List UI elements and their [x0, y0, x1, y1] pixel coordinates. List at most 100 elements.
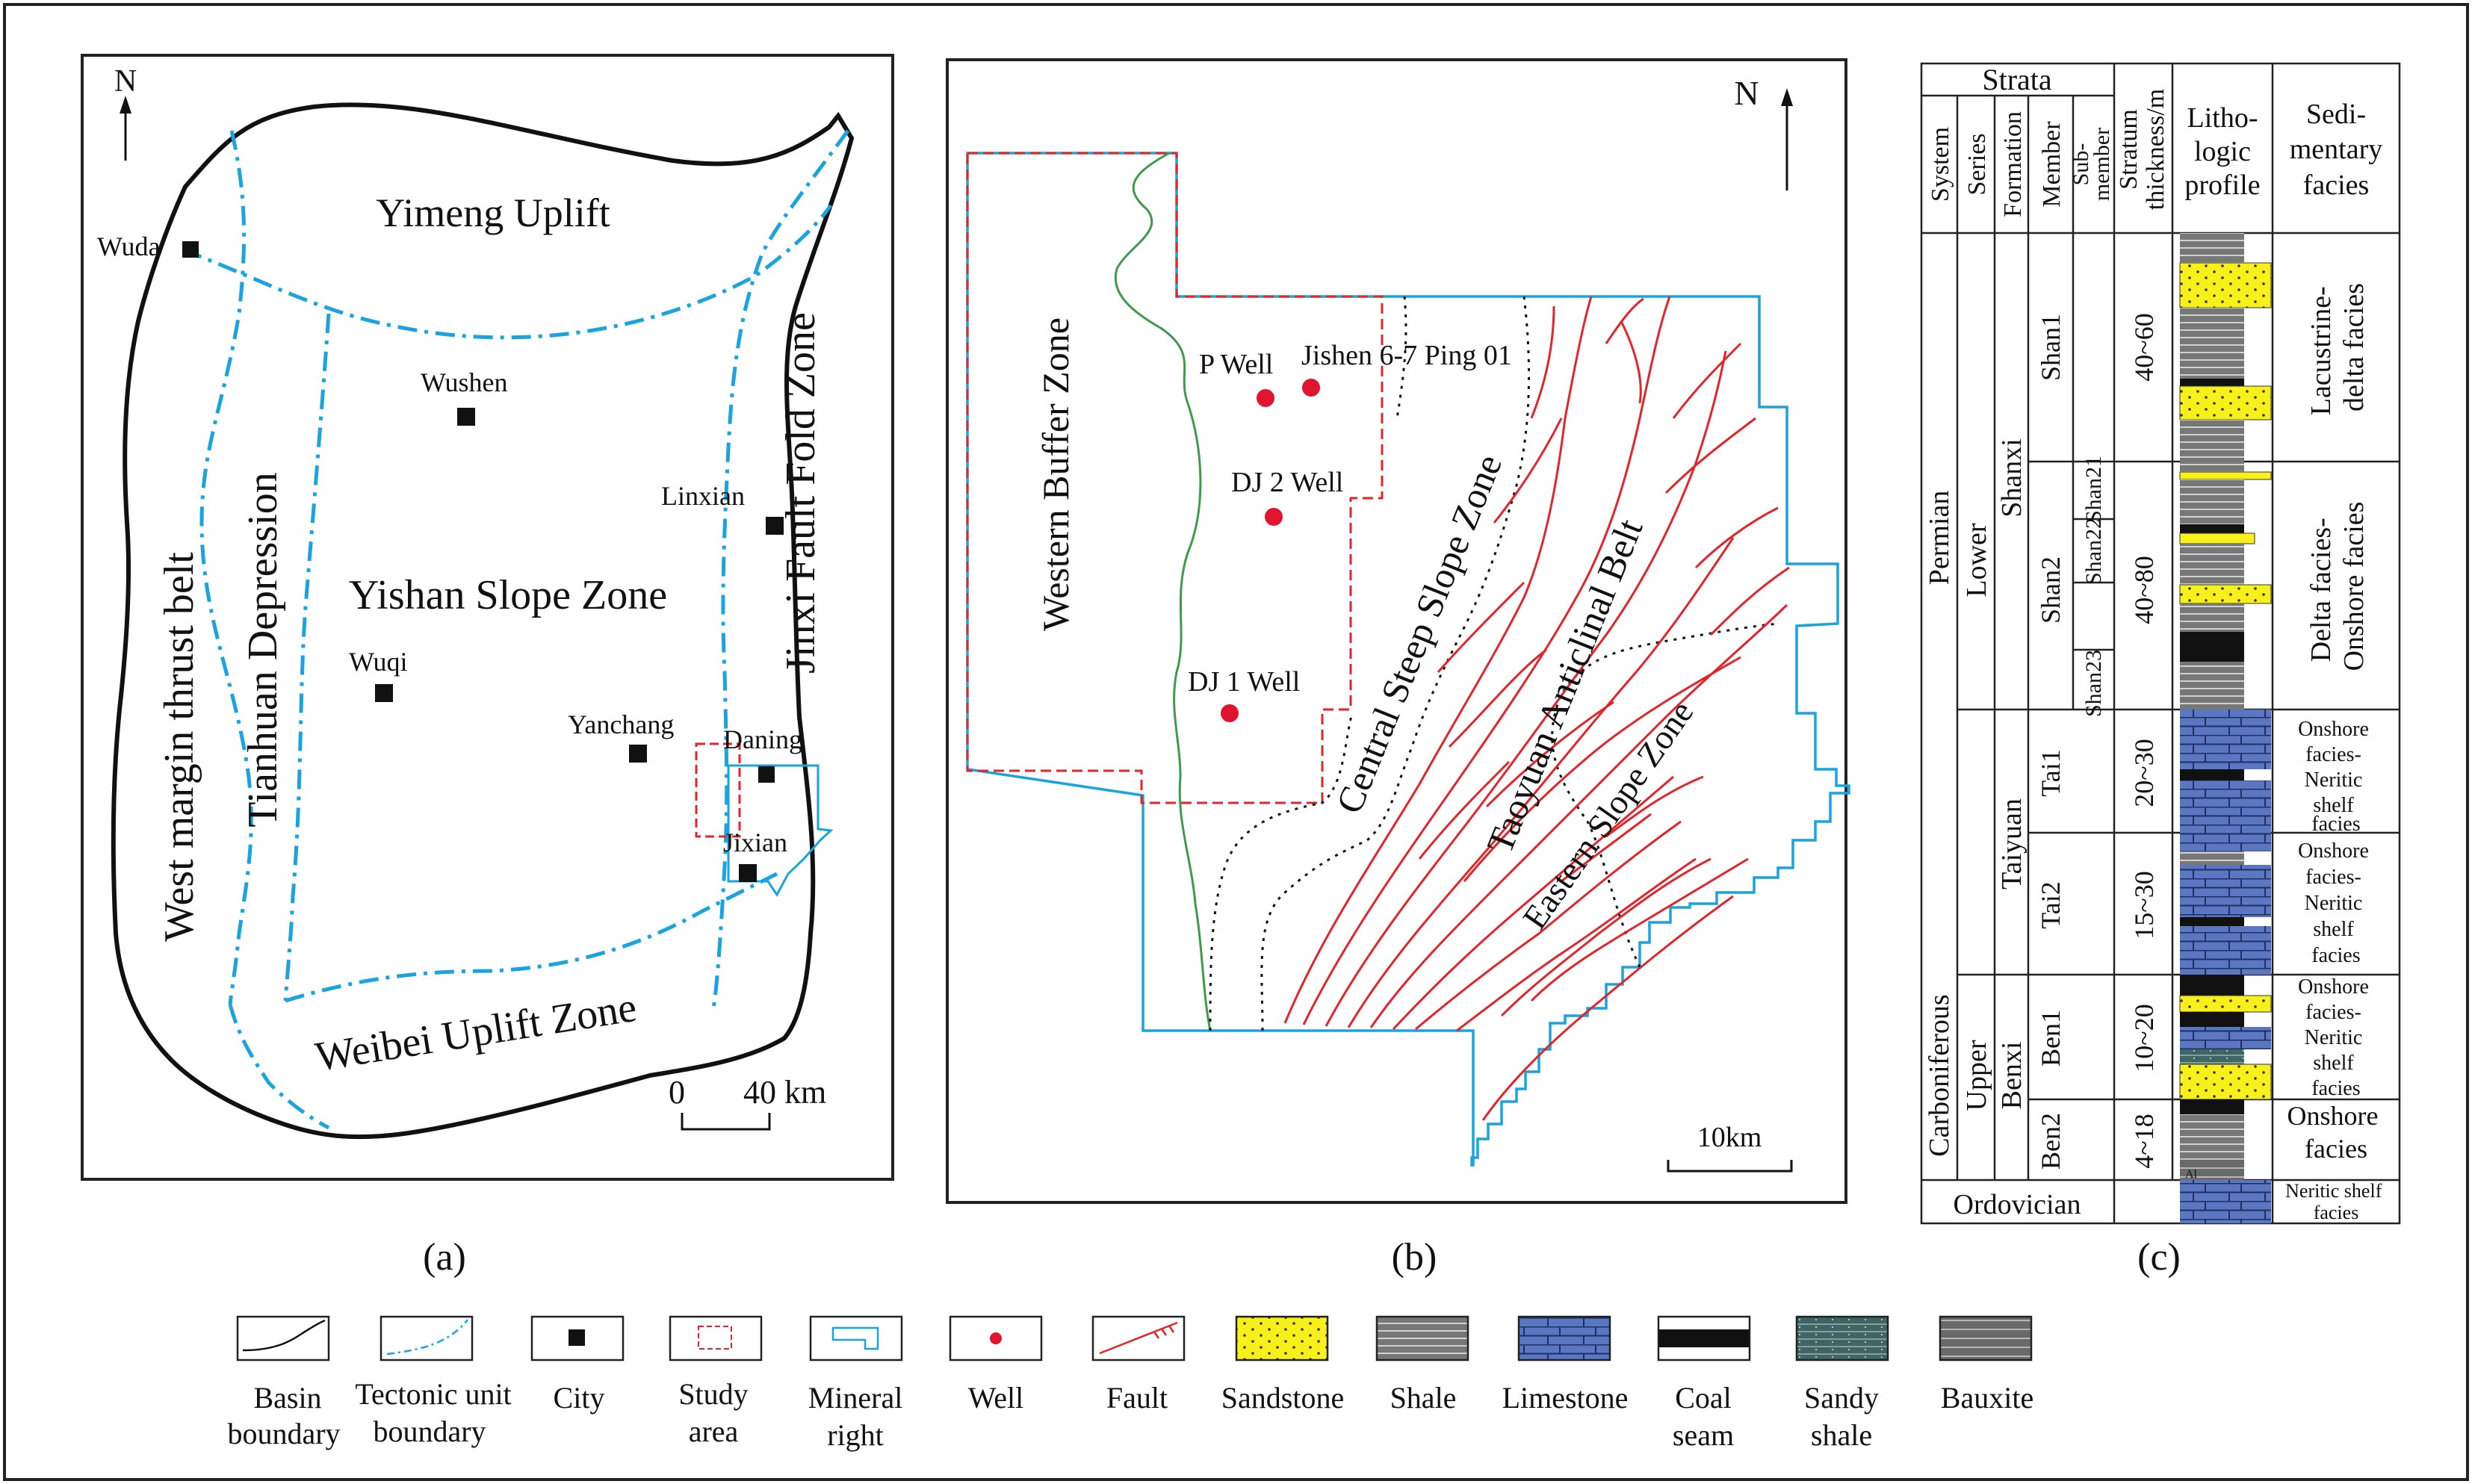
facies-tai2-l1: Onshore: [2298, 839, 2369, 863]
study-area: [695, 742, 741, 838]
tectonic-boundaries: [182, 129, 850, 1130]
submember-shan2-1: Shan21: [2081, 456, 2106, 523]
well-marker-jishen: [1302, 379, 1320, 397]
hdr-series: Series: [1963, 133, 1991, 195]
zone-boundaries-b: [1209, 296, 1779, 1031]
panel-a: N Wuda Wushen Linxian Wuqi Yanchang: [81, 54, 894, 1181]
thickness-ben2: 4~18: [2129, 1114, 2159, 1168]
city-wuda: Wuda: [97, 232, 161, 261]
basin-boundary: [111, 102, 855, 1140]
facies-tai2-l4: shelf: [2313, 918, 2354, 941]
litho-column: [2179, 233, 2272, 1223]
facies-ben1-l5: facies: [2311, 1077, 2360, 1100]
facies-ordovician-l2: facies: [2314, 1202, 2359, 1223]
north-arrow-icon: [120, 96, 131, 114]
well-label-jishen: Jishen 6-7 Ping 01: [1301, 340, 1512, 371]
legend-bauxite-l1: Bauxite: [1941, 1381, 2033, 1415]
panel-c: Strata System Series Formation Member Su…: [1920, 62, 2401, 1225]
well-marker-dj2: [1265, 508, 1283, 526]
legend-sandy-shale-l1: Sandy: [1804, 1381, 1879, 1415]
hdr-strata: Strata: [1982, 63, 2052, 96]
shale-legend-icon: [1375, 1315, 1469, 1362]
legend-box-study: [669, 1315, 763, 1362]
panel-b-frame: [946, 58, 1847, 1204]
city-legend-icon: [569, 1329, 585, 1346]
city-marker-linxian: [766, 517, 784, 535]
legend-city: City: [554, 1381, 605, 1415]
caption-b: (b): [1392, 1236, 1437, 1279]
city-marker-daning: [758, 766, 775, 783]
hdr-submember-a: Sub-: [2069, 143, 2093, 186]
well-marker-dj1: [1221, 704, 1239, 722]
study-area-legend-icon: [698, 1326, 732, 1350]
system-ordovician: Ordovician: [1954, 1189, 2081, 1220]
legend-sandstone-l1: Sandstone: [1221, 1381, 1344, 1415]
facies-ordovician-l1: Neritic shelf: [2285, 1180, 2382, 1202]
legend-box-basin: [236, 1315, 330, 1362]
legend-well-l1: Well: [968, 1381, 1024, 1415]
city-marker-wushen: [457, 408, 475, 426]
city-marker-yanchang: [629, 745, 647, 763]
city-marker-wuqi: [375, 684, 393, 702]
member-shan1: Shan1: [2036, 314, 2066, 381]
legend-mineral-l1: Mineral: [808, 1381, 903, 1415]
basin-boundary-legend-icon: [242, 1319, 326, 1352]
well-label-p: P Well: [1199, 349, 1273, 380]
legend-tectonic-l1: Tectonic unit: [355, 1377, 511, 1411]
hdr-thickness-b: thickness/m: [2142, 89, 2169, 210]
submember-shan2-2: Shan22: [2081, 518, 2106, 585]
legend-well: Well: [968, 1381, 1024, 1415]
thickness-tai1: 20~30: [2129, 739, 2159, 807]
hdr-submember-b: member: [2090, 128, 2114, 201]
scale-label-b: 10km: [1697, 1122, 1762, 1153]
city-jixian: Jixian: [723, 828, 787, 857]
facies-tai1-l2: facies-: [2305, 743, 2361, 766]
zone-yimeng-uplift: Yimeng Uplift: [376, 190, 610, 235]
scale-zero-a: 0: [669, 1074, 685, 1111]
panel-a-frame: [81, 54, 894, 1181]
facies-shan2-l2: Onshore facies: [2338, 502, 2370, 671]
thickness-tai2: 15~30: [2129, 871, 2159, 939]
mineral-right-legend-icon: [831, 1326, 879, 1350]
scale-bar-a: [681, 1113, 771, 1131]
mineral-right-b: [966, 152, 1850, 1167]
system-permian: Permian: [1924, 491, 1955, 586]
legend-sandy-shale-l2: shale: [1811, 1418, 1872, 1452]
facies-ben1: Onshore facies- Neritic shelf facies: [2298, 975, 2374, 1100]
caption-a: (a): [423, 1236, 466, 1279]
sandy-shale-legend-icon: [1795, 1315, 1889, 1362]
city-daning: Daning: [723, 724, 802, 754]
facies-labels: Lacustrine- delta facies Delta facies- O…: [2285, 279, 2382, 1223]
facies-shan1: Lacustrine- delta facies: [2305, 279, 2370, 416]
north-label-b: N: [1734, 74, 1759, 112]
hdr-litho-b: logic: [2194, 136, 2251, 167]
legend-shale-l1: Shale: [1390, 1381, 1457, 1415]
hdr-formation: Formation: [1999, 111, 2027, 217]
member-ben1: Ben1: [2036, 1010, 2066, 1067]
legend-bauxite: Bauxite: [1941, 1381, 2033, 1415]
member-tai1: Tai1: [2036, 749, 2066, 796]
hdr-facies-a: Sedi-: [2306, 99, 2366, 130]
faults-b: [1283, 296, 1790, 1121]
zone-tianhuan-depression: Tianhuan Depression: [240, 472, 286, 827]
facies-tai1-l1: Onshore: [2298, 718, 2369, 741]
facies-tai1-l5: facies: [2311, 813, 2360, 836]
system-carboniferous: Carboniferous: [1924, 994, 1955, 1156]
facies-ben2-l2: facies: [2305, 1134, 2367, 1164]
hdr-facies-b: mentary: [2290, 134, 2383, 165]
formation-benxi: Benxi: [1996, 1042, 2028, 1110]
limestone-legend-icon: [1517, 1315, 1611, 1362]
bauxite-mark: Al: [2185, 1168, 2198, 1181]
tectonic-boundary-legend-icon: [386, 1319, 468, 1356]
legend-shale: Shale: [1390, 1381, 1457, 1415]
scale-label-a: 40 km: [743, 1074, 826, 1111]
study-area-b: [966, 152, 1384, 804]
legend-limestone: Limestone: [1502, 1381, 1629, 1415]
facies-tai2-l5: facies: [2311, 944, 2360, 967]
zone-yishan-slope: Yishan Slope Zone: [349, 572, 667, 618]
city-wushen: Wushen: [421, 367, 508, 397]
